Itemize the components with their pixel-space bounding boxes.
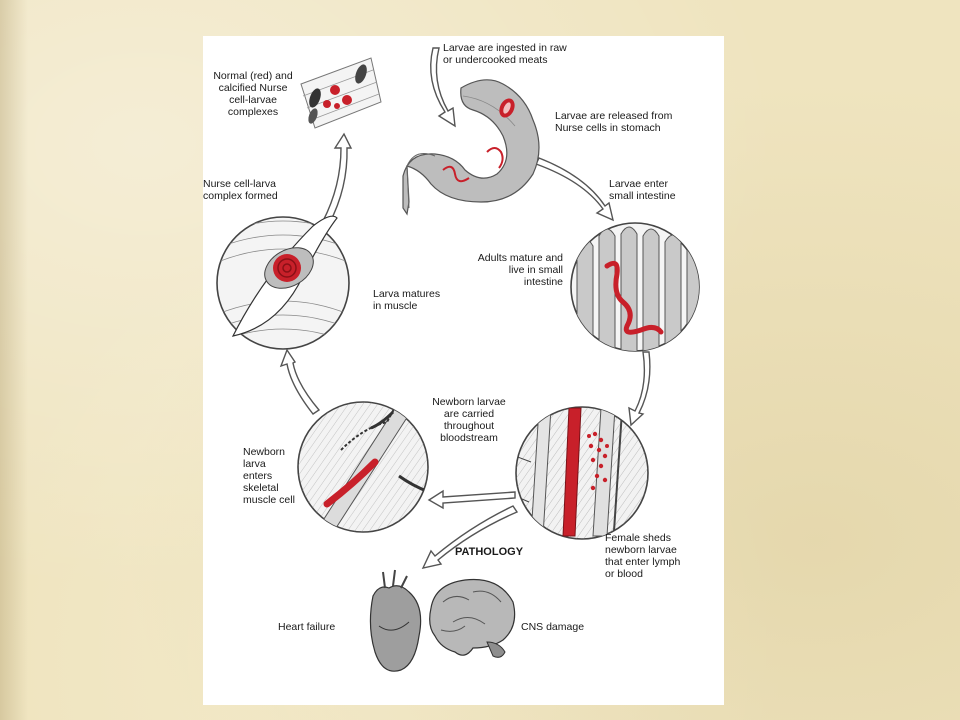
slide-edge-shadow — [0, 0, 28, 720]
label-complex-formed: Nurse cell-larva complex formed — [203, 178, 278, 202]
arrow-stomach-to-intestine — [535, 157, 615, 222]
arrow-enter-to-muscle — [279, 348, 321, 415]
label-released: Larvae are released from Nurse cells in … — [555, 110, 673, 134]
lifecycle-diagram-svg — [216, 47, 700, 672]
label-carried-bloodstream: Newborn larvae are carried throughout bl… — [432, 396, 506, 444]
label-female-sheds: Female sheds newborn larvae that enter l… — [605, 532, 681, 580]
label-pathology: PATHOLOGY — [455, 546, 524, 558]
label-enters-muscle: Newborn larva enters skeletal muscle cel… — [243, 446, 295, 506]
arrow-ingest — [430, 47, 456, 128]
cycle-arrows — [279, 47, 651, 569]
calcified-complexes-illustration — [300, 57, 382, 129]
arrow-vessel-to-enter — [427, 489, 516, 510]
blood-vessel-illustration — [515, 406, 649, 540]
label-adults-mature: Adults mature and live in small intestin… — [477, 252, 563, 288]
arrow-pathology — [421, 505, 519, 569]
label-ingested: Larvae are ingested in raw or undercooke… — [443, 42, 567, 66]
label-calcified-complexes: Normal (red) and calcified Nurse cell-la… — [213, 70, 293, 118]
small-intestine-illustration — [570, 222, 700, 352]
arrow-intestine-to-vessel — [628, 351, 651, 427]
larva-enters-muscle-illustration — [297, 401, 429, 533]
label-matures-in-muscle: Larva matures in muscle — [373, 288, 441, 312]
heart-illustration — [369, 569, 422, 672]
label-heart-failure: Heart failure — [278, 621, 336, 633]
trichinella-lifecycle-figure: Larvae are ingested in raw or undercooke… — [203, 36, 724, 705]
label-enter-small-intestine: Larvae enter small intestine — [609, 178, 676, 202]
larva-matures-muscle-illustration — [216, 215, 350, 350]
brain-illustration — [429, 578, 516, 658]
arrow-muscle-to-calcified — [322, 132, 353, 225]
stomach-illustration — [402, 79, 540, 216]
label-cns-damage: CNS damage — [521, 621, 585, 633]
